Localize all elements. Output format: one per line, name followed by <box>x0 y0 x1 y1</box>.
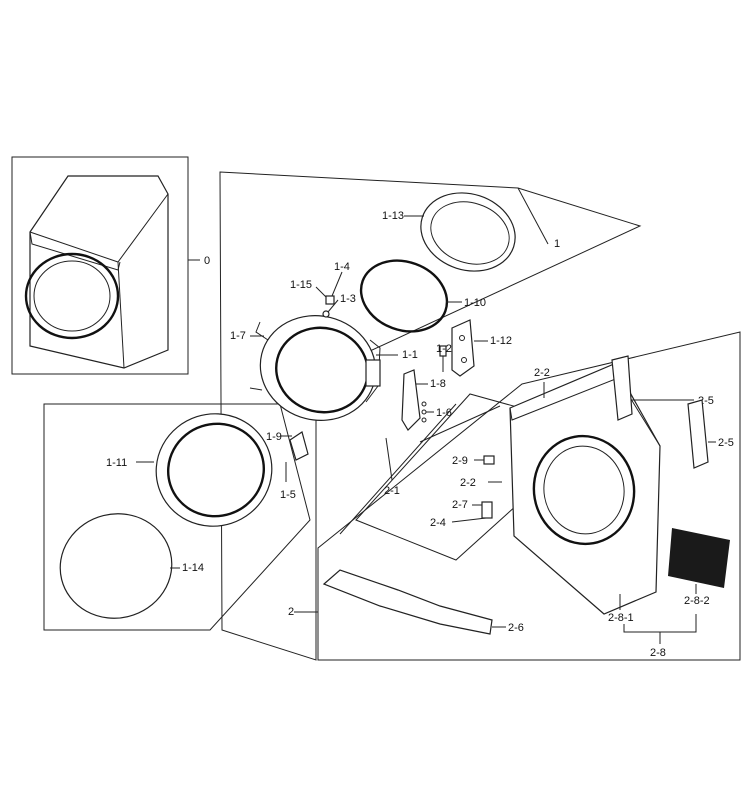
label-2-4: 2-4 <box>430 517 446 529</box>
label-1: 1 <box>554 238 560 250</box>
label-0: 0 <box>204 255 210 267</box>
door-gasket-ring: 1-10 <box>359 259 486 333</box>
appliance-body <box>24 175 169 369</box>
front-panel: 2-8-1 <box>509 363 661 624</box>
label-2-8-1: 2-8-1 <box>608 612 634 624</box>
label-2-8-2: 2-8-2 <box>684 595 710 607</box>
door-frame: 1-7 1-1 <box>230 315 418 421</box>
label-2-5b: 2-5 <box>718 437 734 449</box>
label-2-7: 2-7 <box>452 499 468 511</box>
kick-panel: 2-6 <box>322 569 524 635</box>
label-1-1: 1-1 <box>402 349 418 361</box>
label-2-1: 2-1 <box>384 485 400 497</box>
hinge-screws: 1-15 1-4 1-3 <box>290 261 356 318</box>
label-1-13: 1-13 <box>382 210 404 222</box>
label-1-8: 1-8 <box>430 378 446 390</box>
label-2-9: 2-9 <box>452 455 468 467</box>
hinge-plate: 1-12 1-2 <box>436 319 512 377</box>
door-glass-inner: 1-14 <box>59 513 204 619</box>
label-2-1-group: 2-1 <box>384 437 400 497</box>
label-2-6: 2-6 <box>508 622 524 634</box>
door-glass-outer: 1-13 <box>382 192 516 272</box>
label-1-3: 1-3 <box>340 293 356 305</box>
top-trim: 2-2 2-2 <box>460 367 550 489</box>
label-2: 2 <box>288 606 294 618</box>
label-1-7: 1-7 <box>230 330 246 342</box>
label-1-4: 1-4 <box>334 261 350 273</box>
label-1-9: 1-9 <box>266 431 282 443</box>
label-1-14: 1-14 <box>182 562 204 574</box>
door-outer-ring: 1-11 <box>106 413 273 527</box>
label-2-8: 2-8 <box>650 647 666 659</box>
label-1-12: 1-12 <box>490 335 512 347</box>
label-1-5: 1-5 <box>280 489 296 501</box>
label-1-6: 1-6 <box>436 407 452 419</box>
label-1-11: 1-11 <box>106 457 127 469</box>
door-lock-hook: 1-9 1-5 <box>266 431 309 501</box>
label-1-2: 1-2 <box>436 343 452 355</box>
door-switch-parts: 2-9 2-7 2-4 <box>430 455 495 529</box>
label-1-15: 1-15 <box>290 279 312 291</box>
label-2-8-group: 2-8 <box>623 614 697 659</box>
rating-label-plate: 2-8-2 <box>668 528 730 607</box>
label-2-2b: 2-2 <box>460 477 476 489</box>
door-hinge: 1-8 1-6 <box>401 369 452 431</box>
label-1-10: 1-10 <box>464 297 486 309</box>
side-brackets: 2-5 2-5 <box>611 355 734 469</box>
appliance-overview-box: 0 <box>11 156 210 375</box>
label-2-2a: 2-2 <box>534 367 550 379</box>
